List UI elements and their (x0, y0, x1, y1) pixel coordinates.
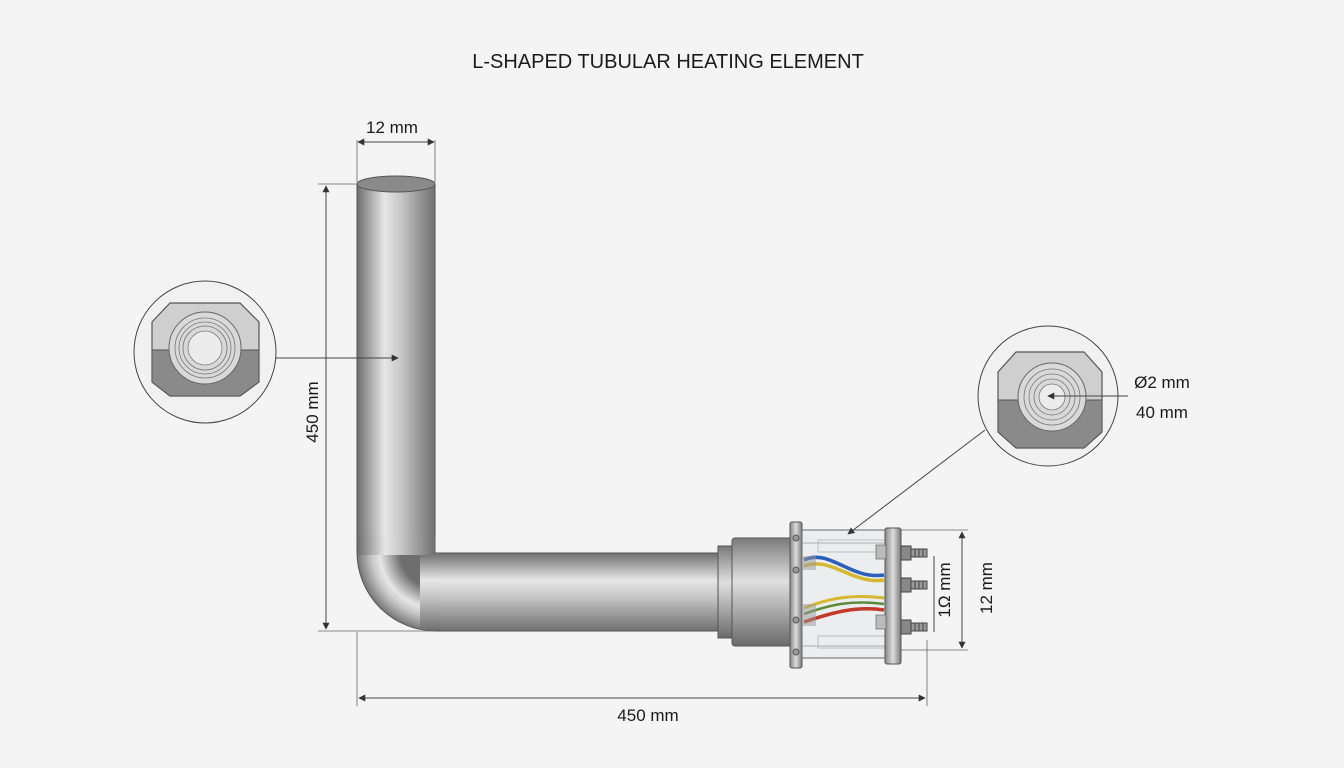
leader-line-right (847, 429, 986, 535)
tube-end-cap (356, 175, 436, 193)
dimension-label-tube-diameter: 12 mm (366, 118, 418, 137)
dimension-vertical-length: 450 mm (303, 183, 436, 632)
dimension-label-vertical-length: 450 mm (303, 381, 322, 442)
dimension-terminal-inner: 1Ω mm (933, 556, 954, 632)
dimension-tube-diameter: 12 mm (356, 118, 436, 182)
dimension-label-horizontal-length: 450 mm (617, 706, 678, 725)
terminal-stud-top (900, 545, 928, 561)
detail-callout-left (133, 280, 399, 424)
dimension-label-terminal-inner: 1Ω mm (935, 562, 954, 617)
terminal-stud-bottom (900, 619, 928, 635)
tube-horizontal-section (434, 552, 722, 632)
tube-vertical-section (356, 183, 436, 553)
terminal-stud-middle (900, 577, 928, 593)
tube-bend (357, 552, 436, 631)
dimension-horizontal-length: 450 mm (356, 632, 928, 725)
detail-label-length: 40 mm (1136, 403, 1188, 422)
dimension-terminal-height: 12 mm (900, 529, 996, 651)
page-title: L-SHAPED TUBULAR HEATING ELEMENT (472, 51, 864, 73)
terminal-cover (801, 529, 889, 659)
detail-label-diameter: Ø2 mm (1134, 373, 1190, 392)
heating-tube (356, 175, 722, 632)
terminal-flange (789, 521, 803, 669)
dimension-label-terminal-height: 12 mm (977, 562, 996, 614)
detail-callout-right: Ø2 mm 40 mm (847, 325, 1190, 535)
terminal-sleeve (731, 537, 795, 647)
terminal-housing (717, 521, 928, 669)
